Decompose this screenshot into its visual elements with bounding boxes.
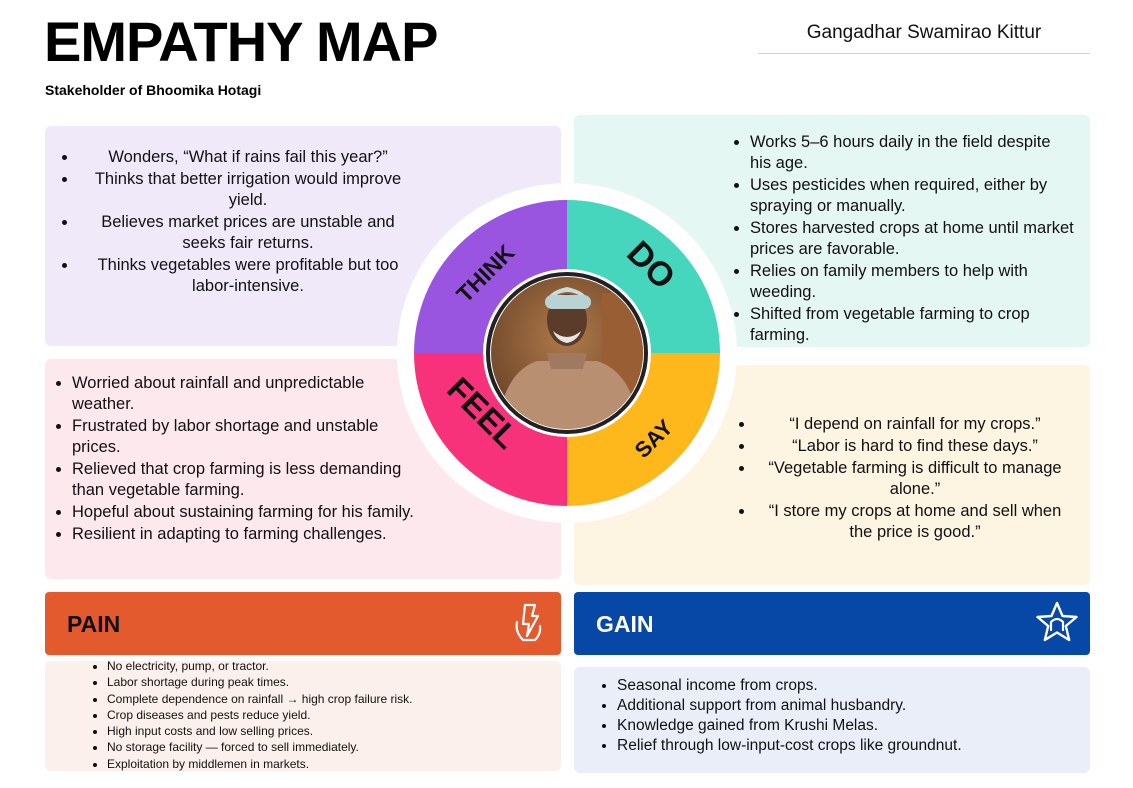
list-item: Knowledge gained from Krushi Melas. [617, 716, 1018, 735]
list-item: No electricity, pump, or tractor. [107, 659, 508, 674]
list-item: Wonders, “What if rains fail this year?” [78, 147, 418, 168]
list-item: “Vegetable farming is difficult to manag… [755, 458, 1075, 500]
list-item: Stores harvested crops at home until mar… [750, 218, 1075, 260]
list-item: “Labor is hard to find these days.” [755, 436, 1075, 457]
gain-header: GAIN [574, 592, 1090, 655]
stakeholder-subtitle: Stakeholder of Bhoomika Hotagi [45, 82, 262, 98]
gain-panel [574, 667, 1090, 773]
lightning-hand-icon [515, 603, 542, 642]
list-item: Uses pesticides when required, either by… [750, 175, 1075, 217]
pain-list: No electricity, pump, or tractor. Labor … [88, 659, 508, 773]
list-item: Works 5–6 hours daily in the field despi… [750, 132, 1075, 174]
think-list: Wonders, “What if rains fail this year?”… [58, 147, 418, 298]
list-item: Crop diseases and pests reduce yield. [107, 708, 508, 723]
gain-list: Seasonal income from crops. Additional s… [598, 676, 1018, 756]
list-item: Relieved that crop farming is less deman… [72, 459, 427, 501]
list-item: Hopeful about sustaining farming for his… [72, 502, 427, 523]
list-item: Seasonal income from crops. [617, 676, 1018, 695]
list-item: Worried about rainfall and unpredictable… [72, 373, 427, 415]
list-item: Believes market prices are unstable and … [78, 212, 418, 254]
list-item: Relief through low-input-cost crops like… [617, 736, 1018, 755]
pain-header: PAIN [45, 592, 561, 655]
list-item: Labor shortage during peak times. [107, 675, 508, 690]
list-item: Additional support from animal husbandry… [617, 696, 1018, 715]
list-item: Thinks that better irrigation would impr… [78, 169, 418, 211]
author-name: Gangadhar Swamirao Kittur [758, 22, 1090, 54]
list-item: Complete dependence on rainfall → high c… [107, 692, 508, 707]
farmer-portrait [491, 277, 643, 429]
list-item: Shifted from vegetable farming to crop f… [750, 304, 1075, 346]
photo-border [486, 272, 648, 434]
gain-label: GAIN [596, 611, 654, 637]
pain-label: PAIN [67, 611, 121, 637]
empathy-wheel: THINK DO FEEL SAY [397, 183, 737, 523]
list-item: “I store my crops at home and sell when … [755, 501, 1075, 543]
page-title: EMPATHY MAP [44, 10, 438, 73]
star-icon [1036, 601, 1078, 642]
list-item: Exploitation by middlemen in markets. [107, 757, 508, 772]
pain-panel [45, 661, 561, 771]
say-list: “I depend on rainfall for my crops.” “La… [735, 414, 1075, 544]
list-item: “I depend on rainfall for my crops.” [755, 414, 1075, 435]
list-item: Relies on family members to help with we… [750, 261, 1075, 303]
list-item: High input costs and low selling prices. [107, 724, 508, 739]
list-item: No storage facility — forced to sell imm… [107, 740, 508, 755]
do-list: Works 5–6 hours daily in the field despi… [730, 132, 1075, 347]
list-item: Thinks vegetables were profitable but to… [78, 255, 418, 297]
list-item: Resilient in adapting to farming challen… [72, 524, 427, 545]
list-item: Frustrated by labor shortage and unstabl… [72, 416, 427, 458]
feel-list: Worried about rainfall and unpredictable… [52, 373, 427, 546]
